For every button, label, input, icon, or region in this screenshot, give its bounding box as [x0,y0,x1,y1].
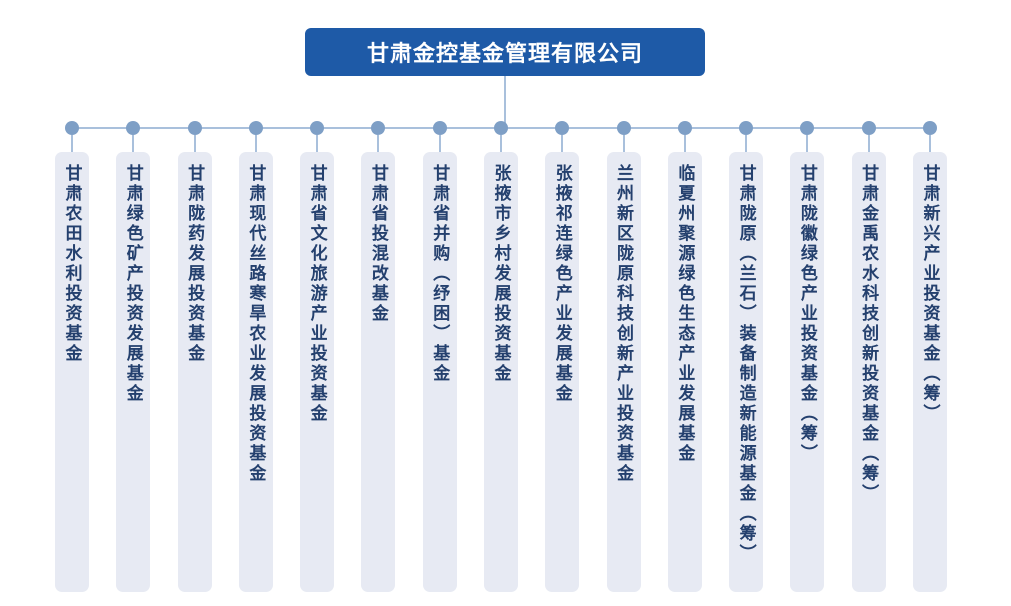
fund-node-label: 张掖祁连绿色产业发展基金 [552,164,572,404]
connector-dot-icon [800,121,815,135]
branch-connector-line [867,135,870,152]
org-branch: 甘肃省投混改基金 [360,121,396,592]
fund-node: 甘肃陇原（兰石）装备制造新能源基金（筹） [729,152,764,592]
connector-dot-icon [248,121,263,135]
fund-node-label: 甘肃现代丝路寒旱农业发展投资基金 [246,164,266,484]
branch-connector-line [499,135,502,152]
connector-dot-icon [861,121,876,135]
fund-node: 甘肃省并购（纾困）基金 [422,152,457,592]
branch-connector-line [377,135,380,152]
org-branch: 甘肃农田水利投资基金 [54,121,90,592]
fund-node: 张掖祁连绿色产业发展基金 [545,152,580,592]
branch-connector-line [71,135,73,152]
branch-connector-line [316,135,319,152]
branch-connector-line [561,135,564,152]
root-node: 甘肃金控基金管理有限公司 [305,28,705,76]
branch-connector-line [745,135,748,152]
connector-dot-icon [922,121,937,135]
org-branch: 甘肃陇药发展投资基金 [177,121,213,592]
branch-connector-line [928,135,931,152]
org-branch: 甘肃绿色矿产投资发展基金 [115,121,151,592]
connector-dot-icon [310,121,325,135]
fund-node: 甘肃陇药发展投资基金 [177,152,212,592]
connector-dot-icon [739,121,754,135]
fund-node: 兰州新区陇原科技创新产业投资基金 [606,152,641,592]
fund-node-label: 甘肃陇徽绿色产业投资基金（筹） [797,164,817,464]
org-branch: 甘肃省并购（纾困）基金 [422,121,458,592]
org-branch: 兰州新区陇原科技创新产业投资基金 [606,121,642,592]
root-connector-line [504,76,506,128]
org-branch: 张掖市乡村发展投资基金 [483,121,519,592]
fund-node-label: 甘肃农田水利投资基金 [62,164,82,364]
fund-node-label: 甘肃省并购（纾困）基金 [430,164,450,384]
branch-connector-line [622,135,625,152]
fund-node: 甘肃绿色矿产投资发展基金 [116,152,151,592]
fund-node-label: 甘肃绿色矿产投资发展基金 [123,164,143,404]
connector-dot-icon [555,121,570,135]
fund-node: 甘肃陇徽绿色产业投资基金（筹） [790,152,825,592]
fund-node: 甘肃省投混改基金 [361,152,396,592]
org-branch: 甘肃新兴产业投资基金（筹） [912,121,948,592]
branch-connector-line [438,135,441,152]
connector-dot-icon [432,121,447,135]
fund-node-label: 张掖市乡村发展投资基金 [491,164,511,384]
connector-dot-icon [616,121,631,135]
fund-node: 甘肃省文化旅游产业投资基金 [300,152,335,592]
connector-dot-icon [677,121,692,135]
child-nodes: 甘肃农田水利投资基金 甘肃绿色矿产投资发展基金 甘肃陇药发展投资基金 甘肃现代丝… [54,121,948,592]
connector-dot-icon [126,121,141,135]
fund-node-label: 兰州新区陇原科技创新产业投资基金 [614,164,634,484]
connector-dot-icon [493,121,508,135]
fund-node-label: 甘肃新兴产业投资基金（筹） [920,164,940,424]
branch-connector-line [683,135,686,152]
branch-connector-line [254,135,257,152]
org-branch: 甘肃现代丝路寒旱农业发展投资基金 [238,121,274,592]
org-branch: 甘肃陇徽绿色产业投资基金（筹） [789,121,825,592]
fund-node-label: 甘肃省投混改基金 [368,164,388,324]
fund-node-label: 甘肃金禹农水科技创新投资基金（筹） [859,164,879,504]
org-branch: 甘肃省文化旅游产业投资基金 [299,121,335,592]
branch-connector-line [806,135,809,152]
org-branch: 甘肃金禹农水科技创新投资基金（筹） [851,121,887,592]
fund-node: 甘肃新兴产业投资基金（筹） [912,152,947,592]
fund-node-label: 甘肃陇药发展投资基金 [185,164,205,364]
root-node-label: 甘肃金控基金管理有限公司 [366,41,643,66]
fund-node-label: 临夏州聚源绿色生态产业发展基金 [675,164,695,464]
fund-node-label: 甘肃省文化旅游产业投资基金 [307,164,327,424]
fund-node: 临夏州聚源绿色生态产业发展基金 [667,152,702,592]
connector-dot-icon [187,121,202,135]
fund-node: 甘肃金禹农水科技创新投资基金（筹） [851,152,886,592]
fund-node: 甘肃现代丝路寒旱农业发展投资基金 [238,152,273,592]
org-branch: 甘肃陇原（兰石）装备制造新能源基金（筹） [728,121,764,592]
connector-dot-icon [371,121,386,135]
fund-node-label: 甘肃陇原（兰石）装备制造新能源基金（筹） [736,164,756,564]
org-branch: 临夏州聚源绿色生态产业发展基金 [667,121,703,592]
fund-node: 张掖市乡村发展投资基金 [483,152,518,592]
fund-node: 甘肃农田水利投资基金 [55,152,89,592]
org-branch: 张掖祁连绿色产业发展基金 [544,121,580,592]
branch-connector-line [132,135,135,152]
connector-dot-icon [65,121,79,135]
branch-connector-line [193,135,196,152]
